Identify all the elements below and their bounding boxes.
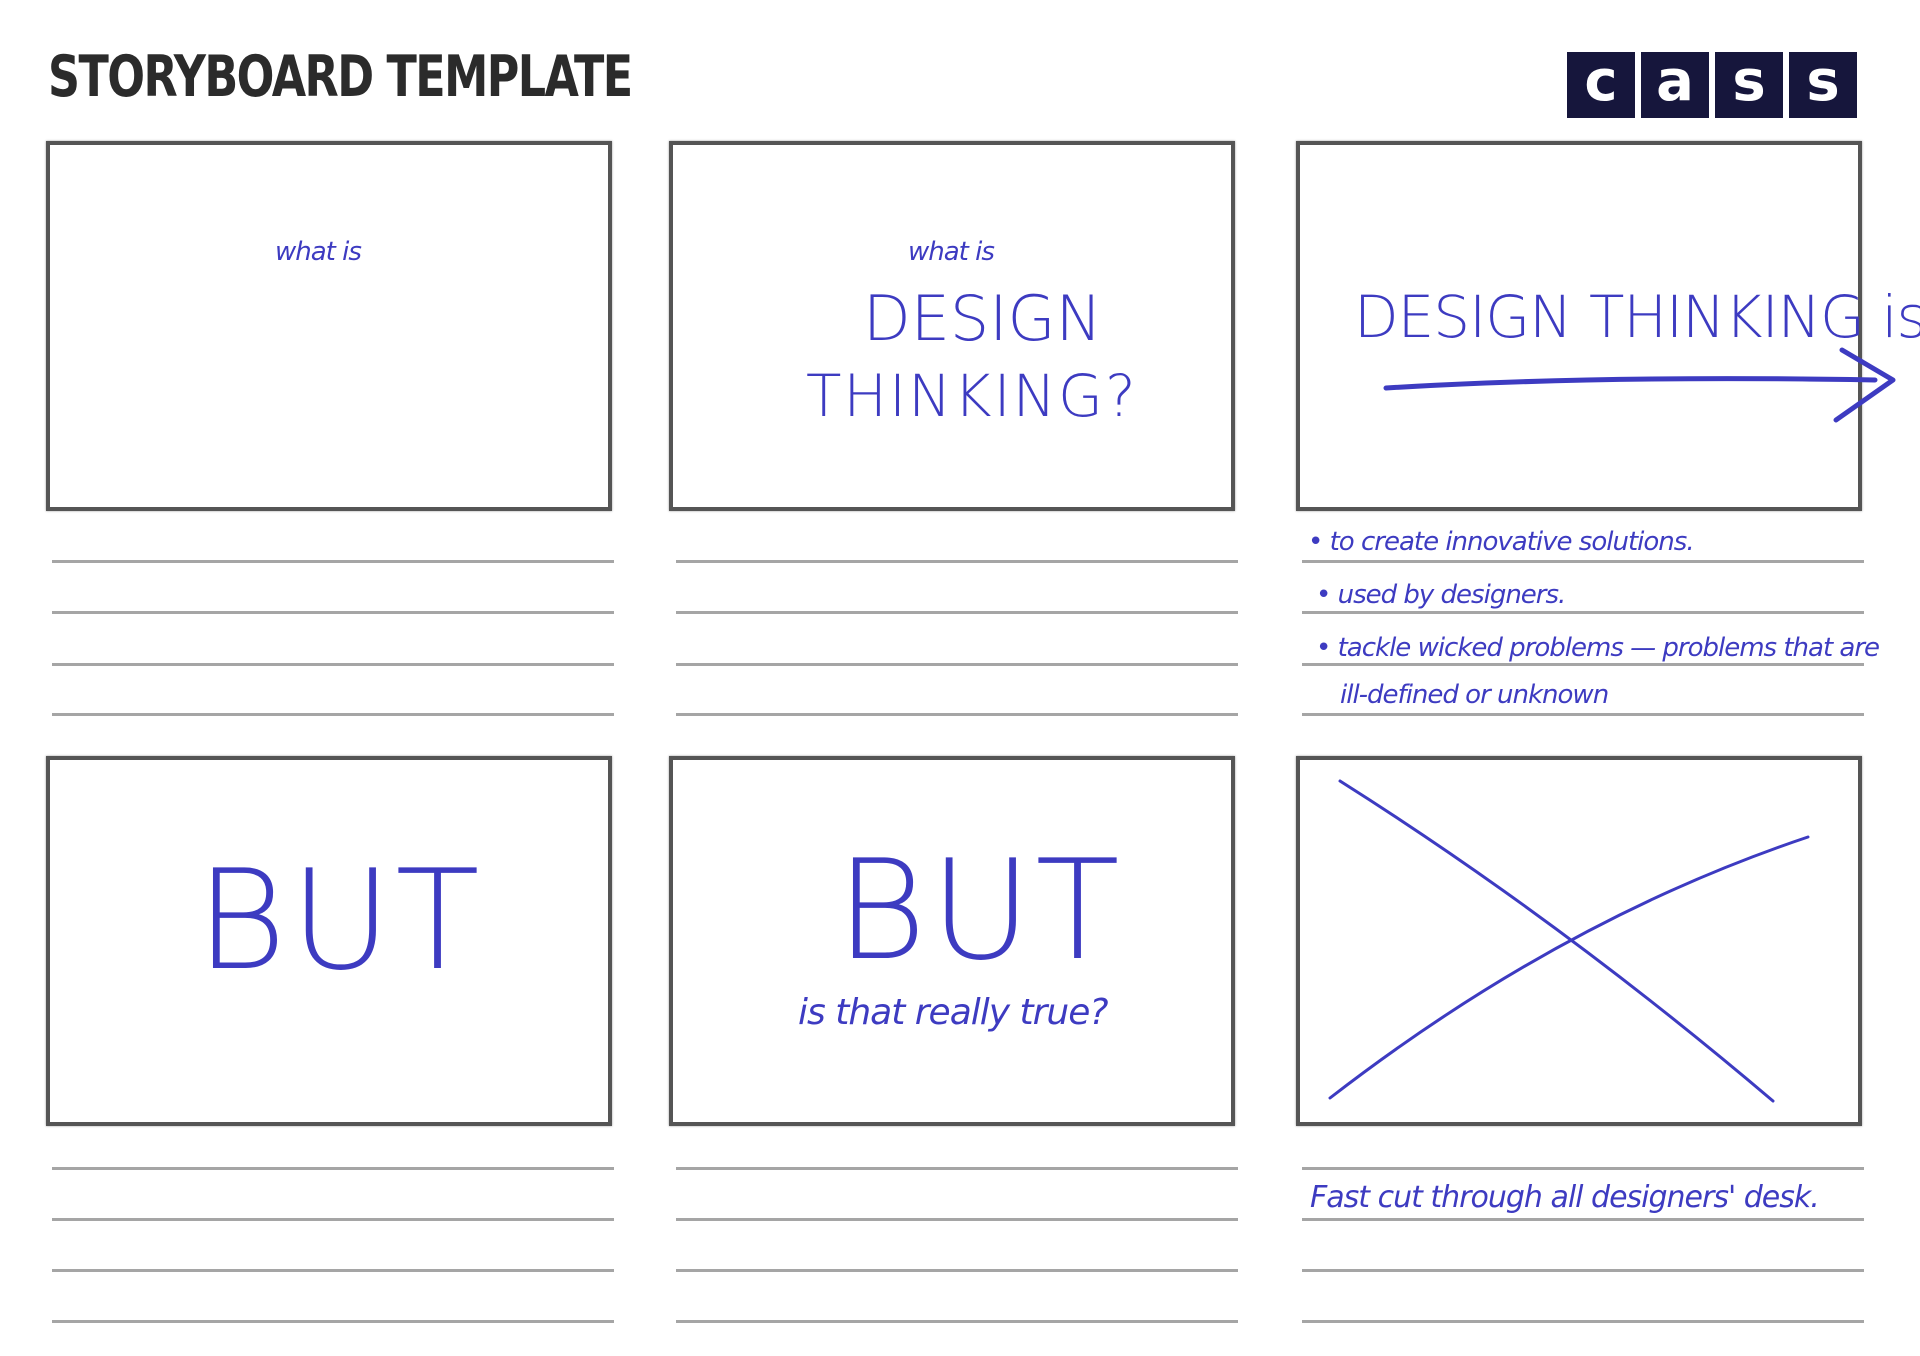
panel-3-note: ill-defined or unknown [1340, 680, 1609, 710]
page-title: STORYBOARD TEMPLATE [48, 44, 633, 110]
panel-3-note: • to create innovative solutions. [1308, 527, 1695, 557]
caption-line [676, 1218, 1238, 1221]
panel-3-note: • tackle wicked problems — problems that… [1316, 633, 1880, 663]
caption-line [676, 1269, 1238, 1272]
panel-5-but: BUT [836, 830, 1124, 991]
caption-line [1302, 713, 1864, 716]
caption-line [1302, 1218, 1864, 1221]
logo-letter: s [1715, 52, 1783, 118]
caption-line [52, 713, 614, 716]
caption-line [676, 560, 1238, 563]
caption-line [676, 663, 1238, 666]
caption-line [676, 1320, 1238, 1323]
panel-2-design: DESIGN [863, 282, 1102, 355]
caption-line [676, 713, 1238, 716]
storyboard-frame-3 [1296, 141, 1862, 511]
panel-6-note: Fast cut through all designers' desk. [1310, 1180, 1820, 1215]
logo-letter: c [1567, 52, 1635, 118]
caption-line [52, 1269, 614, 1272]
caption-line [52, 611, 614, 614]
storyboard-frame-4 [46, 756, 612, 1126]
storyboard-frame-5 [669, 756, 1235, 1126]
caption-line [52, 1320, 614, 1323]
caption-line [1302, 1167, 1864, 1170]
caption-line [676, 1167, 1238, 1170]
caption-line [1302, 1269, 1864, 1272]
cass-logo: c a s s [1567, 52, 1857, 118]
caption-line [52, 663, 614, 666]
caption-line [52, 1167, 614, 1170]
panel-3-note: • used by designers. [1316, 580, 1566, 610]
caption-line [1302, 611, 1864, 614]
caption-line [52, 560, 614, 563]
caption-line [1302, 663, 1864, 666]
logo-letter: a [1641, 52, 1709, 118]
caption-line [52, 1218, 614, 1221]
panel-2-what-is: what is [908, 237, 995, 267]
storyboard-frame-1 [46, 141, 612, 511]
panel-5-question: is that really true? [798, 992, 1109, 1033]
panel-4-but: BUT [196, 840, 484, 1001]
panel-3-heading: DESIGN THINKING is... [1354, 283, 1920, 351]
panel-2-thinking: THINKING? [806, 362, 1138, 430]
storyboard-frame-2 [669, 141, 1235, 511]
panel-1-what-is: what is [275, 237, 362, 267]
logo-letter: s [1789, 52, 1857, 118]
storyboard-frame-6 [1296, 756, 1862, 1126]
caption-line [1302, 560, 1864, 563]
caption-line [676, 611, 1238, 614]
caption-line [1302, 1320, 1864, 1323]
